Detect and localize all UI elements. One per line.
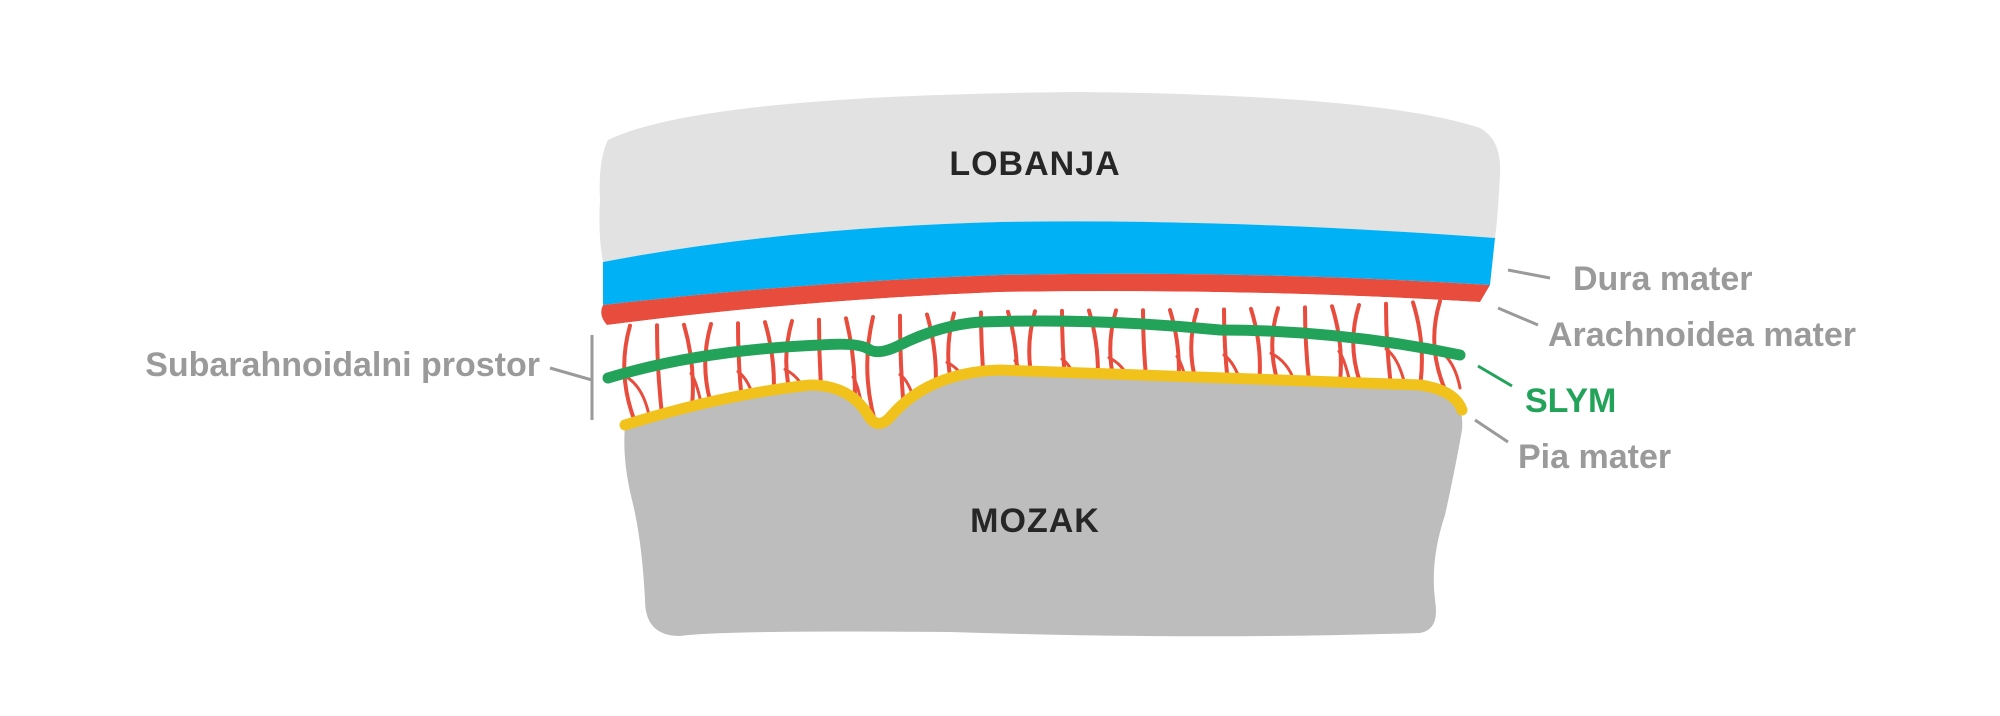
slym-label: SLYM [1525, 382, 1616, 420]
slym-leader-line [1477, 364, 1513, 388]
pia-mater-label: Pia mater [1518, 438, 1671, 476]
slym-layer [602, 315, 1466, 384]
dura-mater-layer [603, 221, 1495, 305]
skull-label: LOBANJA [949, 145, 1120, 183]
leader-lines [549, 268, 1551, 444]
arachnoid-mater-layer [601, 273, 1490, 325]
pia-mater-layer [619, 364, 1468, 431]
subarachnoid-space-label: Subarahnoidalni prostor [145, 346, 540, 384]
dura-mater-label: Dura mater [1573, 260, 1753, 298]
brain-label: MOZAK [970, 502, 1100, 540]
subarachnoid-leader-line [549, 366, 593, 382]
skull-shape [599, 92, 1501, 262]
pia-leader-line [1474, 418, 1509, 444]
arachnoid-leader-line [1497, 306, 1539, 327]
dura-leader-line [1507, 268, 1551, 280]
brain-shape [624, 370, 1463, 637]
arachnoid-mater-label: Arachnoidea mater [1548, 316, 1856, 354]
